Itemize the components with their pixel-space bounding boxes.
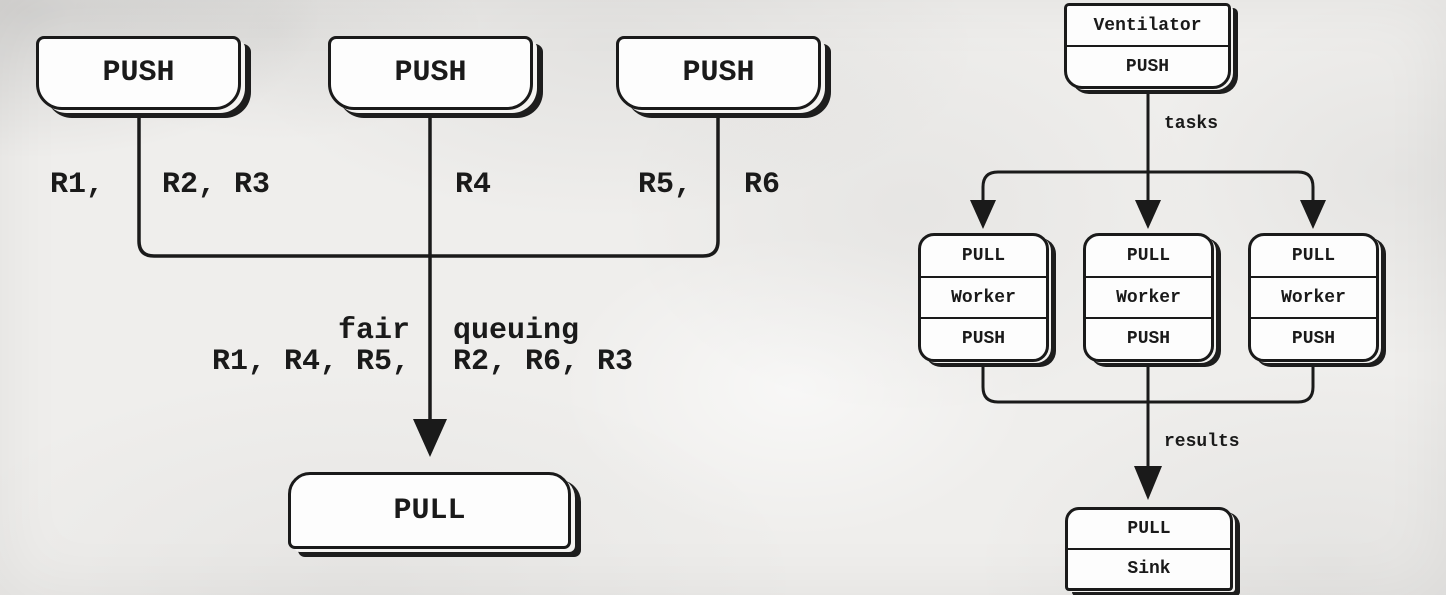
- edge-label-r5: R5,: [638, 168, 693, 202]
- worker-title: Worker: [1086, 275, 1211, 318]
- edge-label-r4: R4: [455, 168, 492, 202]
- tasks-arrowhead-left: [970, 200, 996, 229]
- tasks-arrowhead-right: [1300, 200, 1326, 229]
- results-arrowhead: [1134, 466, 1162, 500]
- ventilator-push-socket: PUSH: [1067, 45, 1228, 86]
- push-socket-node-1: PUSH: [36, 36, 241, 110]
- sink-node: PULL Sink: [1065, 507, 1233, 591]
- push-socket-label: PUSH: [102, 56, 175, 90]
- worker-pull-socket: PULL: [1291, 245, 1336, 266]
- pull-socket-label: PULL: [393, 493, 466, 528]
- worker-pull-socket: PULL: [1126, 245, 1171, 266]
- worker-node-1: PULL Worker PUSH: [918, 233, 1049, 362]
- sink-pull-socket: PULL: [1127, 519, 1171, 539]
- push-socket-node-3: PUSH: [616, 36, 821, 110]
- fair-queuing-sequence-right: R2, R6, R3: [453, 345, 634, 379]
- tasks-arrowhead-center: [1135, 200, 1161, 229]
- worker-node-3: PULL Worker PUSH: [1248, 233, 1379, 362]
- edge-label-r6: R6: [744, 168, 781, 202]
- tasks-split-connector: [981, 170, 1315, 202]
- fair-queuing-word-left: fair: [337, 314, 410, 348]
- worker-node-2: PULL Worker PUSH: [1083, 233, 1214, 362]
- worker-title: Worker: [921, 275, 1046, 318]
- tasks-edge-label: tasks: [1164, 114, 1219, 134]
- edge-label-r2-r3: R2, R3: [162, 168, 271, 202]
- edge-label-r1: R1,: [50, 168, 105, 202]
- results-edge-label: results: [1164, 432, 1240, 452]
- push-socket-label: PUSH: [394, 56, 467, 90]
- fair-queuing-word-right: queuing: [453, 314, 580, 348]
- worker-push-socket: PUSH: [1251, 317, 1376, 359]
- left-arrowhead: [413, 419, 447, 457]
- push-socket-node-2: PUSH: [328, 36, 533, 110]
- worker-pull-socket: PULL: [961, 245, 1006, 266]
- worker-title: Worker: [1251, 275, 1376, 318]
- pull-socket-node: PULL: [288, 472, 571, 549]
- worker-push-socket: PUSH: [1086, 317, 1211, 359]
- fair-queuing-sequence-left: R1, R4, R5,: [211, 345, 410, 379]
- push-socket-label: PUSH: [682, 56, 755, 90]
- ventilator-title: Ventilator: [1093, 15, 1202, 36]
- worker-push-socket: PUSH: [921, 317, 1046, 359]
- ventilator-node: Ventilator PUSH: [1064, 3, 1231, 89]
- sink-title: Sink: [1068, 548, 1230, 588]
